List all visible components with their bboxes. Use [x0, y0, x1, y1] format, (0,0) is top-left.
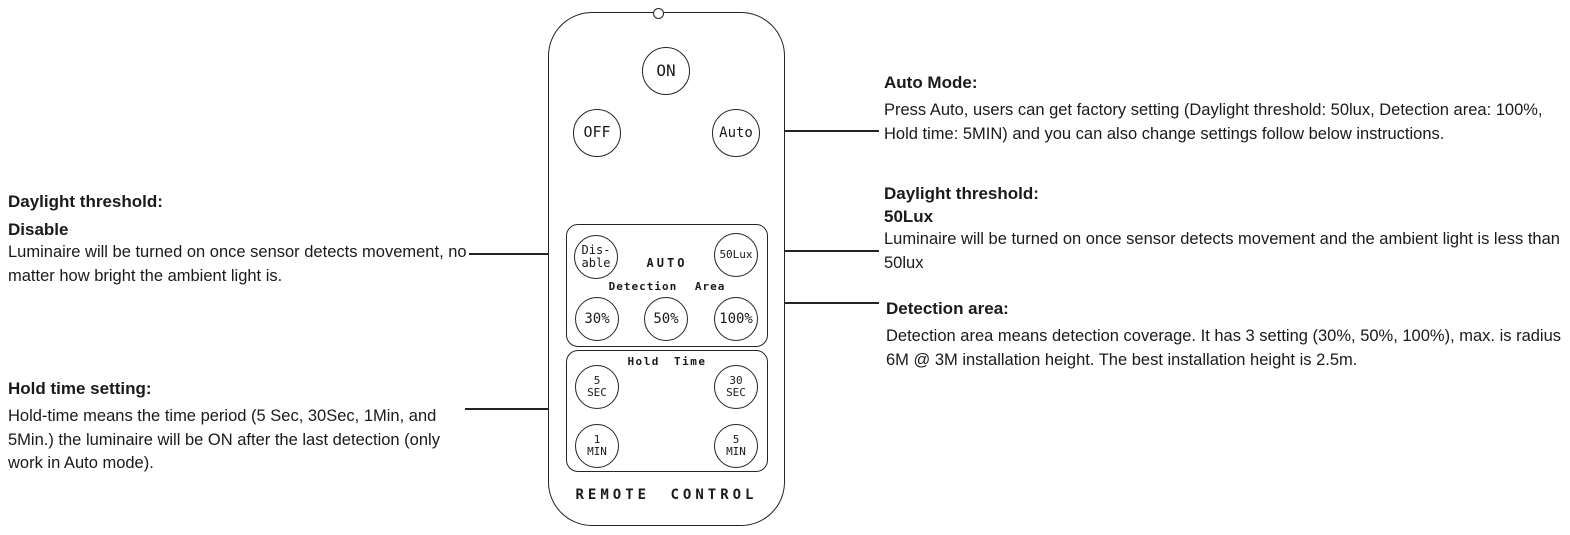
annotation-daylight-50lux: Daylight threshold: 50Lux Luminaire will… — [884, 182, 1564, 275]
5sec-button-unit: SEC — [587, 386, 607, 399]
annotation-body: Detection area means detection coverage.… — [886, 327, 1562, 369]
annotation-detection-area: Detection area: Detection area means det… — [886, 297, 1570, 372]
annotation-title: Daylight threshold: — [884, 184, 1039, 203]
connector-line-holdtime — [465, 408, 567, 410]
5min-button-value: 5 — [732, 433, 740, 447]
auto-button: Auto — [712, 109, 760, 157]
annotation-body: Luminaire will be turned on once sensor … — [884, 230, 1560, 272]
5sec-button: 5 SEC — [575, 365, 619, 409]
annotation-body: Luminaire will be turned on once sensor … — [8, 243, 467, 285]
auto-button-label: Auto — [719, 124, 753, 141]
connector-line-detection — [764, 302, 879, 304]
annotation-body: Press Auto, users can get factory settin… — [884, 101, 1543, 143]
30sec-button-value: 30 — [729, 374, 743, 388]
off-button: OFF — [573, 109, 621, 157]
connector-line-50lux — [757, 250, 879, 252]
50lux-button: 50Lux — [714, 233, 758, 277]
annotation-title: Hold time setting: — [8, 379, 152, 398]
remote-control-title: REMOTE CONTROL — [575, 487, 758, 503]
1min-button: 1 MIN — [575, 424, 619, 468]
1min-button-value: 1 — [593, 433, 601, 447]
30sec-button: 30 SEC — [714, 365, 758, 409]
annotation-hold-time: Hold time setting: Hold-time means the t… — [8, 377, 458, 476]
indicator-notch — [653, 8, 664, 19]
1min-button-unit: MIN — [587, 445, 607, 458]
5sec-button-value: 5 — [593, 374, 601, 388]
hold-time-label: Hold Time — [627, 355, 707, 368]
hold-time-group: Hold Time 5 SEC 30 SEC 1 MIN 5 MIN — [566, 350, 768, 472]
detection-area-label: Detection Area — [608, 280, 726, 293]
5min-button-unit: MIN — [726, 445, 746, 458]
annotation-subtitle: 50Lux — [884, 207, 934, 226]
off-button-label: OFF — [583, 123, 611, 142]
on-button: ON — [642, 47, 690, 95]
100pct-button: 100% — [714, 297, 758, 341]
disable-button-label-line2: able — [581, 256, 611, 270]
disable-button-label-line1: Dis- — [581, 243, 611, 258]
annotation-auto-mode: Auto Mode: Press Auto, users can get fac… — [884, 71, 1568, 146]
disable-button: Dis- able — [574, 235, 618, 279]
on-button-label: ON — [656, 60, 676, 80]
30pct-button: 30% — [575, 297, 619, 341]
30pct-button-label: 30% — [584, 310, 610, 327]
connector-line-auto — [760, 130, 879, 132]
annotation-title: Daylight threshold: — [8, 192, 163, 211]
annotation-body: Hold-time means the time period (5 Sec, … — [8, 407, 440, 472]
annotation-subtitle: Disable — [8, 220, 69, 239]
remote-control-diagram: ON OFF Auto Dis- able AUTO 50Lux Detecti… — [548, 8, 785, 526]
auto-group-label: AUTO — [646, 256, 688, 270]
50pct-button-label: 50% — [653, 310, 679, 327]
annotation-title: Auto Mode: — [884, 73, 978, 92]
5min-button: 5 MIN — [714, 424, 758, 468]
annotation-title: Detection area: — [886, 299, 1009, 318]
auto-detection-group: Dis- able AUTO 50Lux Detection Area 30% … — [566, 224, 768, 347]
100pct-button-label: 100% — [719, 310, 753, 327]
50pct-button: 50% — [644, 297, 688, 341]
connector-line-disable — [469, 253, 575, 255]
30sec-button-unit: SEC — [726, 386, 746, 399]
annotation-daylight-disable: Daylight threshold: Disable Luminaire wi… — [8, 190, 478, 288]
50lux-button-label: 50Lux — [719, 248, 753, 262]
